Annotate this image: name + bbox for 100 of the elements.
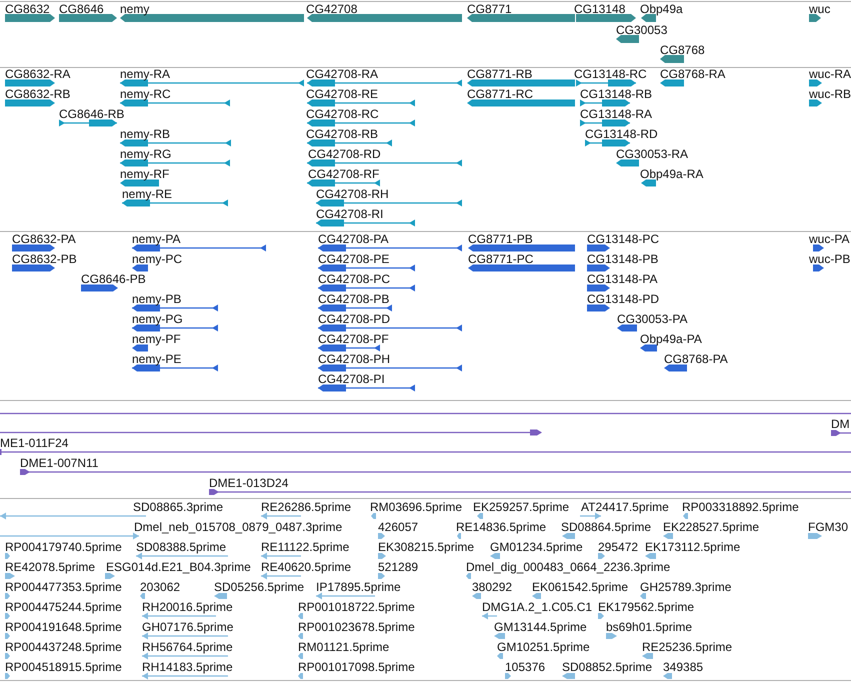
feature-label: RE40620.5prime	[261, 561, 352, 574]
feature-label: nemy-RG	[120, 148, 172, 161]
feature-label: CG42708-RA	[306, 68, 378, 81]
feature-label: RP001017098.5prime	[298, 661, 415, 674]
feature-label: CG8646	[59, 3, 104, 16]
feature-label: nemy	[120, 3, 150, 16]
feature-label: SD08865.3prime	[133, 501, 224, 514]
feature-label: CG13148-RA	[580, 108, 652, 121]
feature-label: CG13148	[574, 3, 626, 16]
feature-label: CG8768	[660, 44, 705, 57]
feature-label: RH14183.5prime	[142, 661, 233, 674]
feature-label: 105376	[505, 661, 546, 674]
feature-label: 349385	[663, 661, 704, 674]
feature-label: CG8632-RB	[5, 88, 70, 101]
feature-label: 380292	[472, 581, 512, 594]
feature-label: RM01121.5prime	[298, 641, 390, 654]
feature-label: CG42708-RE	[306, 88, 378, 101]
feature-label: CG42708-PI	[318, 373, 385, 386]
feature-label: CG30053-RA	[616, 148, 688, 161]
feature-label: CG13148-PC	[587, 233, 660, 246]
feature-label: RP003318892.5prime	[682, 501, 799, 514]
feature-label: nemy-PF	[132, 333, 181, 346]
feature-label: AT24417.5prime	[581, 501, 669, 514]
feature-label: GH07176.5prime	[142, 621, 234, 634]
feature-label: CG8771-RC	[467, 88, 534, 101]
feature-label: CG8632-PA	[12, 233, 76, 246]
feature-label: CG42708	[306, 3, 358, 16]
feature-label: CG42708-RD	[308, 148, 381, 161]
feature-label: bs69h01.5prime	[606, 621, 692, 634]
feature-label: CG42708-PC	[318, 273, 390, 286]
feature-label: RM03696.5prime	[370, 501, 462, 514]
feature-label: RE42078.5prime	[5, 561, 96, 574]
feature-label: nemy-RC	[120, 88, 171, 101]
feature-label: Obp49a	[640, 3, 683, 16]
feature-label: Dmel_dig_000483_0664_2236.3prime	[466, 561, 670, 574]
feature-label: nemy-RB	[120, 128, 170, 141]
feature-label: CG13148-RC	[574, 68, 647, 81]
feature-label: RP001018722.5prime	[298, 601, 415, 614]
feature-label: GM13144.5prime	[494, 621, 587, 634]
feature-label: CG8768-RA	[660, 68, 726, 81]
feature-label: EK308215.5prime	[378, 541, 474, 554]
feature-label: SD08852.5prime	[562, 661, 652, 674]
feature-label: CG8771	[467, 3, 512, 16]
feature-label: nemy-RF	[120, 168, 170, 181]
feature-label: nemy-RE	[122, 188, 172, 201]
feature-label: SD05256.5prime	[214, 581, 304, 594]
feature-label: CG8771-RB	[467, 68, 532, 81]
feature-label: CG42708-PB	[318, 293, 390, 306]
feature-label: CG8632-PB	[12, 253, 77, 266]
feature-label: RE25236.5prime	[642, 641, 732, 654]
feature-label: RH20016.5prime	[142, 601, 233, 614]
feature-label: CG30053-PA	[617, 313, 688, 326]
feature-label: CG8646-RB	[59, 108, 124, 121]
feature-label: CG8632	[5, 3, 50, 16]
feature-label: 521289	[378, 561, 418, 574]
feature-label: CG8771-PB	[468, 233, 533, 246]
feature-label: CG42708-PH	[318, 353, 390, 366]
feature-label: DM	[831, 418, 850, 431]
feature-label: SD08864.5prime	[561, 521, 652, 534]
feature-label: ME1-011F24	[0, 437, 68, 450]
feature-label: DME1-007N11	[20, 457, 98, 470]
feature-label: RP004518915.5prime	[5, 661, 122, 674]
feature-label: RP004437248.5prime	[5, 641, 122, 654]
feature-label: CG30053	[616, 24, 668, 37]
feature-label: Obp49a-PA	[640, 333, 702, 346]
feature-label: RP004179740.5prime	[5, 541, 122, 554]
feature-label: CG42708-PE	[318, 253, 390, 266]
feature-label: GM10251.5prime	[497, 641, 590, 654]
feature-label: nemy-PC	[132, 253, 182, 266]
feature-label: EK061542.5prime	[532, 581, 628, 594]
feature-label: nemy-PG	[132, 313, 183, 326]
feature-label: Obp49a-RA	[640, 168, 704, 181]
feature-label: CG13148-RD	[585, 128, 658, 141]
feature-label: DMG1A.2_1.C05.C1	[482, 601, 592, 614]
feature-label: 295472	[598, 541, 638, 554]
feature-label: CG13148-RB	[580, 88, 652, 101]
feature-label: CG8632-RA	[5, 68, 70, 81]
feature-label: CG42708-PF	[318, 333, 389, 346]
feature-label: EK173112.5prime	[645, 541, 740, 554]
feature-label: EK259257.5prime	[473, 501, 570, 514]
feature-label: RP004191648.5prime	[5, 621, 122, 634]
feature-label: CG8771-PC	[468, 253, 534, 266]
feature-label: 203062	[140, 581, 180, 594]
feature-label: 426057	[378, 521, 418, 534]
feature-label: RE11122.5prime	[261, 541, 350, 554]
feature-label: CG42708-RH	[316, 188, 389, 201]
feature-label: CG13148-PB	[587, 253, 658, 266]
feature-label: CG13148-PA	[587, 273, 658, 286]
feature-label: EK179562.5prime	[598, 601, 694, 614]
feature-label: nemy-PB	[132, 293, 182, 306]
feature-label: RE26286.5prime	[261, 501, 352, 514]
feature-label: RP004477353.5prime	[5, 581, 122, 594]
feature-label: wuc-PA	[809, 233, 850, 246]
feature-label: EK228527.5prime	[663, 521, 760, 534]
feature-label: GH25789.3prime	[640, 581, 732, 594]
feature-label: wuc	[809, 3, 830, 16]
feature-label: nemy-PA	[132, 233, 180, 246]
feature-label: RH56764.5prime	[142, 641, 233, 654]
feature-label: RP004475244.5prime	[5, 601, 122, 614]
feature-label: IP17895.5prime	[316, 581, 401, 594]
